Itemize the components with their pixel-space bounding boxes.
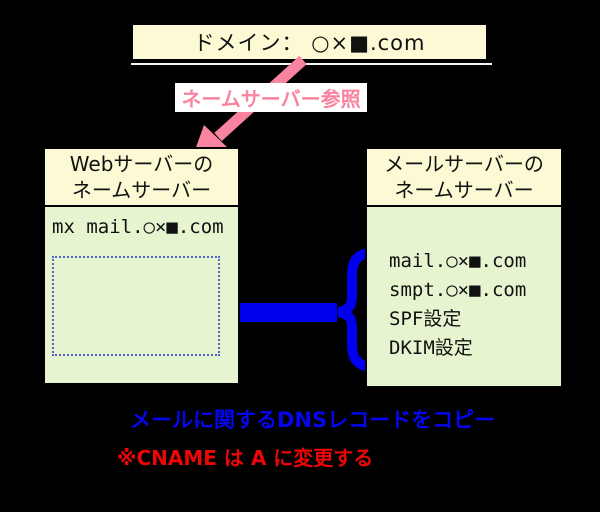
cname-change-note: ※CNAME は A に変更する bbox=[117, 446, 374, 470]
mail-record-item: SPF設定 bbox=[389, 308, 462, 330]
domain-box: ドメイン： ○×■.com bbox=[131, 23, 488, 61]
domain-box-label: ドメイン： ○×■.com bbox=[193, 31, 426, 55]
nameserver-ref-label: ネームサーバー参照 bbox=[175, 83, 367, 112]
copy-dns-note: メールに関するDNSレコードをコピー bbox=[130, 408, 496, 432]
mail-nameserver-panel-body: mail.○×■.com smpt.○×■.com SPF設定 DKIM設定 bbox=[367, 207, 561, 386]
mail-record-item: mail.○×■.com bbox=[389, 250, 527, 272]
mail-panel-title-line2: ネームサーバー bbox=[394, 178, 534, 202]
nameserver-ref-label-text: ネームサーバー参照 bbox=[181, 87, 361, 111]
mail-nameserver-panel: メールサーバーの ネームサーバー mail.○×■.com smpt.○×■.c… bbox=[365, 147, 563, 388]
mail-panel-title-line1: メールサーバーの bbox=[384, 152, 544, 176]
web-nameserver-panel-header: Webサーバーの ネームサーバー bbox=[45, 149, 238, 207]
web-nameserver-panel-body: mx mail.○×■.com bbox=[45, 207, 238, 383]
domain-underline-divider bbox=[131, 63, 492, 65]
web-panel-title-line2: ネームサーバー bbox=[71, 178, 212, 202]
mail-record-item: DKIM設定 bbox=[389, 337, 473, 359]
mail-nameserver-panel-header: メールサーバーの ネームサーバー bbox=[367, 149, 561, 207]
record-paste-placeholder bbox=[52, 256, 220, 356]
web-nameserver-panel: Webサーバーの ネームサーバー mx mail.○×■.com bbox=[43, 147, 240, 385]
mx-record-text: mx mail.○×■.com bbox=[52, 216, 224, 238]
mail-record-item: smpt.○×■.com bbox=[389, 279, 527, 301]
web-panel-title-line1: Webサーバーの bbox=[69, 152, 214, 176]
mail-record-list: mail.○×■.com smpt.○×■.com SPF設定 DKIM設定 bbox=[389, 247, 526, 363]
